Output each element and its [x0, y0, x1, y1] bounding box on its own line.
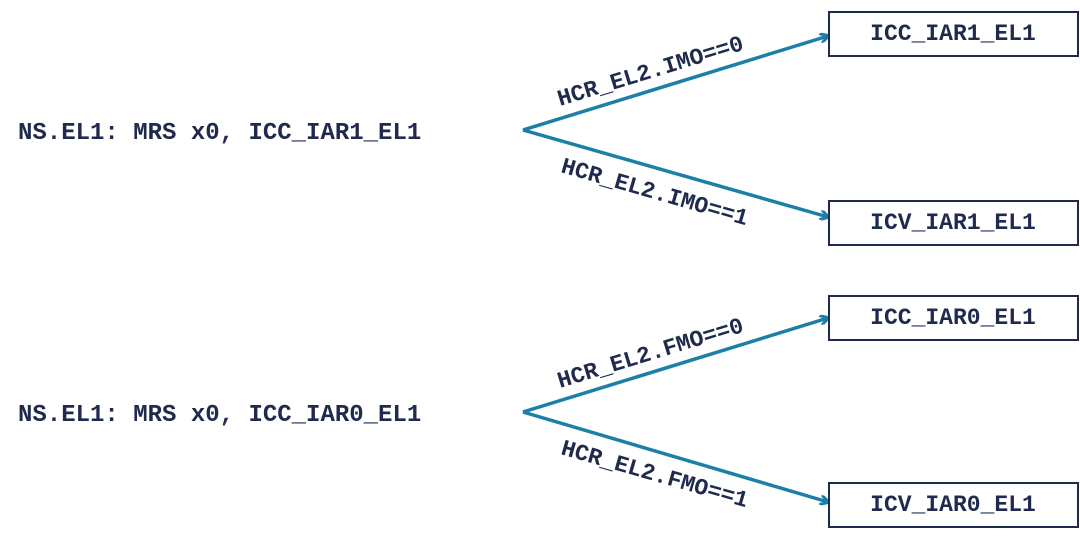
- target-label-icv-iar0: ICV_IAR0_EL1: [870, 492, 1036, 518]
- edge-label-fmo-0: HCR_EL2.FMO==0: [554, 313, 746, 394]
- edge-label-imo-1: HCR_EL2.IMO==1: [558, 154, 751, 232]
- target-box-icv-iar1: [828, 200, 1079, 246]
- edge-label-imo-0: HCR_EL2.IMO==0: [554, 31, 746, 112]
- target-label-icc-iar1: ICC_IAR1_EL1: [870, 21, 1036, 47]
- arrow-upper-iar1: [522, 36, 828, 132]
- target-box-icv-iar0: [828, 482, 1079, 528]
- arrow-lower-iar0: [522, 410, 828, 502]
- target-label-icv-iar1: ICV_IAR1_EL1: [870, 210, 1036, 236]
- source-instruction-iar0: NS.EL1: MRS x0, ICC_IAR0_EL1: [18, 402, 421, 429]
- arrow-lower-iar1: [522, 128, 828, 217]
- target-box-icc-iar1: [828, 11, 1079, 57]
- group-iar0: NS.EL1: MRS x0, ICC_IAR0_EL1 HCR_EL2.FMO…: [18, 295, 1079, 528]
- source-instruction-iar1: NS.EL1: MRS x0, ICC_IAR1_EL1: [18, 120, 421, 147]
- edge-label-fmo-1: HCR_EL2.FMO==1: [558, 436, 751, 514]
- arrow-upper-iar0: [522, 318, 828, 414]
- group-iar1: NS.EL1: MRS x0, ICC_IAR1_EL1 HCR_EL2.IMO…: [18, 11, 1079, 246]
- target-label-icc-iar0: ICC_IAR0_EL1: [870, 305, 1036, 331]
- target-box-icc-iar0: [828, 295, 1079, 341]
